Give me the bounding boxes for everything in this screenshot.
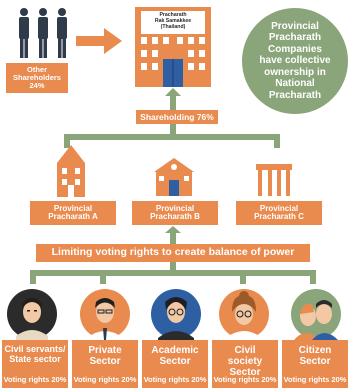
connector-sector-4	[240, 270, 246, 284]
connector-stem	[170, 124, 176, 138]
connector-horizontal-top	[64, 134, 280, 140]
civil-society-avatar	[219, 289, 269, 340]
connector-bottom-stem	[170, 262, 176, 274]
company-name-line3: (Thailand)	[160, 24, 186, 31]
building-windows-icon	[141, 37, 205, 87]
ownership-note-circle: Provincial Pracharath Companies have col…	[242, 8, 348, 114]
ownership-note-text: Provincial Pracharath Companies have col…	[259, 20, 331, 101]
provincial-b-building-icon	[154, 158, 194, 196]
other-shareholders-pct: 24%	[29, 80, 45, 90]
voting-rights: Voting rights 20%	[143, 375, 207, 385]
voting-rights: Voting rights 20%	[213, 375, 277, 385]
other-shareholders-box: Other Shareholders 24%	[6, 63, 68, 93]
voting-rights: Voting rights 20%	[283, 375, 347, 385]
provincial-c-building-icon	[256, 164, 292, 196]
voting-rights: Voting rights 20%	[3, 375, 67, 385]
arrow-up-icon	[165, 88, 181, 110]
shareholding-label: Shareholding 76%	[136, 110, 218, 124]
provincial-a-building-icon	[57, 145, 85, 197]
connector-sector-5	[310, 270, 316, 284]
other-shareholders-label: Other Shareholders	[13, 65, 61, 83]
provincial-b-label: Provincial Pracharath B	[132, 201, 218, 225]
sector-box-citizen: Citizen Sector Voting rights 20%	[282, 340, 348, 388]
academic-sector-avatar	[151, 289, 201, 340]
company-name-plate: Pracharath Rak Samakkee (Thailand)	[141, 11, 205, 34]
sector-name: Citizen Sector	[298, 345, 332, 367]
voting-rights: Voting rights 20%	[73, 375, 137, 385]
sector-box-civil-servants: Civil servants/ State sector Voting righ…	[2, 340, 68, 388]
private-sector-avatar	[80, 289, 130, 340]
arrow-up-provincial-icon	[165, 226, 181, 244]
connector-horizontal-bottom	[30, 270, 316, 276]
connector-sector-1	[30, 270, 36, 284]
sector-box-private: Private Sector Voting rights 20%	[72, 340, 138, 388]
civil-servant-avatar	[7, 289, 57, 340]
connector-sector-2	[100, 270, 106, 284]
sector-box-academic: Academic Sector Voting rights 20%	[142, 340, 208, 388]
national-company-building: Pracharath Rak Samakkee (Thailand)	[135, 7, 211, 87]
provincial-a-label: Provincial Pracharath A	[30, 201, 116, 225]
arrow-right-icon	[76, 28, 122, 54]
company-name-line2: Rak Samakkee	[154, 18, 192, 25]
sector-name: Civil society Sector	[227, 345, 263, 378]
connector-right	[274, 134, 280, 148]
company-name-line1: Pracharath	[159, 12, 187, 18]
provincial-c-label: Provincial Pracharath C	[236, 201, 322, 225]
sector-box-civil-society: Civil society Sector Voting rights 20%	[212, 340, 278, 388]
sector-name: Civil servants/ State sector	[4, 344, 66, 364]
citizen-sector-avatar	[291, 289, 341, 340]
voting-rights-banner: Limiting voting rights to create balance…	[36, 244, 310, 262]
sector-name: Private Sector	[88, 345, 122, 367]
connector-left	[64, 134, 70, 148]
sector-name: Academic Sector	[151, 345, 199, 367]
shareholder-figures-icon	[19, 8, 67, 58]
